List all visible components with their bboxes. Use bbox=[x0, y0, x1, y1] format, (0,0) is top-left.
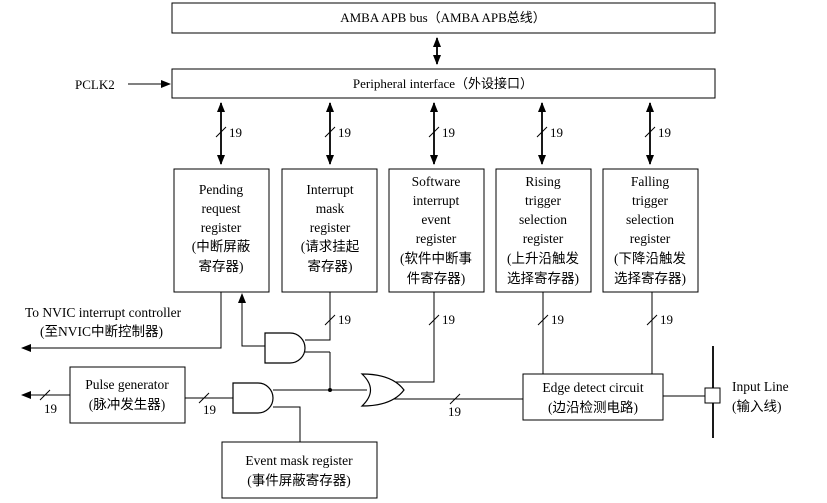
register-label-line: event bbox=[421, 212, 450, 227]
bus-width-label: 19 bbox=[338, 125, 351, 140]
peripheral-interface: Peripheral interface（外设接口） bbox=[171, 68, 716, 99]
peripheral-interface-label: Peripheral interface（外设接口） bbox=[353, 76, 533, 91]
event-mask-label: Event mask register bbox=[245, 453, 353, 468]
interrupt-mask-register: Interrupt mask register (请求挂起 寄存器) bbox=[281, 168, 378, 293]
register-label-line: mask bbox=[316, 201, 345, 216]
bus-slash-mark bbox=[428, 126, 440, 138]
pulse-generator-label: Pulse generator bbox=[85, 377, 169, 392]
pending-to-nvic-wire bbox=[21, 292, 222, 352]
bus-width-label: 19 bbox=[338, 312, 351, 327]
event-mask-chinese-label: (事件屏蔽寄存器) bbox=[247, 472, 351, 488]
bus-width-label: 19 bbox=[550, 125, 563, 140]
register-label-line: (请求挂起 bbox=[301, 239, 360, 254]
bus-slash-mark bbox=[536, 126, 548, 138]
and-to-pending-wire bbox=[238, 293, 265, 347]
rising-trigger-selection-register: Rising trigger selection register (上升沿触发… bbox=[495, 168, 592, 293]
bus-slash-mark bbox=[198, 392, 210, 404]
pending-request-register: Pending request register (中断屏蔽 寄存器) bbox=[173, 168, 270, 293]
pclk2-label: PCLK2 bbox=[75, 77, 115, 92]
nvic-label: To NVIC interrupt controller bbox=[25, 305, 182, 320]
register-label-line: register bbox=[630, 231, 671, 246]
bus-width-label: 19 bbox=[658, 125, 671, 140]
event-mask-wire bbox=[273, 406, 301, 442]
interrupt-and-gate bbox=[264, 332, 306, 364]
bus-slash-mark bbox=[39, 389, 51, 401]
bus-slash-mark bbox=[215, 126, 227, 138]
register-label-line: (软件中断事 bbox=[400, 251, 472, 266]
bus-width-label: 19 bbox=[660, 312, 673, 327]
register-label-line: trigger bbox=[632, 193, 668, 208]
register-label-line: 选择寄存器) bbox=[507, 270, 579, 286]
bus-width-label: 19 bbox=[203, 402, 216, 417]
bus-slash-mark bbox=[537, 314, 549, 326]
register-label-line: Rising bbox=[525, 174, 561, 189]
register-label-line: Pending bbox=[199, 182, 244, 197]
register-label-line: 寄存器) bbox=[308, 258, 353, 274]
register-label-line: request bbox=[202, 201, 241, 216]
edge-detect-circuit: Edge detect circuit (边沿检测电路) bbox=[522, 373, 664, 421]
bus-width-label: 19 bbox=[551, 312, 564, 327]
bus-slash-mark bbox=[324, 126, 336, 138]
register-label-line: Interrupt bbox=[306, 182, 353, 197]
software-interrupt-output-wire bbox=[372, 292, 435, 383]
edge-detect-label: Edge detect circuit bbox=[542, 380, 643, 395]
event-mask-register: Event mask register (事件屏蔽寄存器) bbox=[221, 441, 378, 499]
register-label-line: selection bbox=[519, 212, 567, 227]
bus-width-label: 19 bbox=[44, 401, 57, 416]
interrupt-mask-output-wire bbox=[305, 292, 331, 341]
bus-slash-mark bbox=[644, 126, 656, 138]
register-label-line: (中断屏蔽 bbox=[192, 239, 251, 254]
register-label-line: 选择寄存器) bbox=[614, 270, 686, 286]
register-label-line: 件寄存器) bbox=[407, 270, 466, 286]
edge-detect-chinese-label: (边沿检测电路) bbox=[548, 400, 638, 415]
register-label-line: trigger bbox=[525, 193, 561, 208]
register-bus-connectors: 19 19 19 19 19 bbox=[215, 102, 671, 165]
nvic-chinese-label: (至NVIC中断控制器) bbox=[40, 324, 163, 339]
bus-slash-mark bbox=[428, 314, 440, 326]
bus-slash-mark bbox=[324, 314, 336, 326]
register-label-line: selection bbox=[626, 212, 674, 227]
register-label-line: interrupt bbox=[413, 193, 460, 208]
register-label-line: register bbox=[310, 220, 351, 235]
register-label-line: 寄存器) bbox=[199, 258, 244, 274]
register-label-line: (上升沿触发 bbox=[507, 251, 579, 266]
or-gate bbox=[360, 373, 405, 407]
register-label-line: Software bbox=[412, 174, 461, 189]
bus-width-label: 19 bbox=[442, 125, 455, 140]
event-and-gate bbox=[232, 382, 274, 414]
amba-apb-bus-label: AMBA APB bus（AMBA APB总线） bbox=[340, 10, 546, 25]
register-label-line: (下降沿触发 bbox=[614, 251, 686, 266]
bus-width-label: 19 bbox=[229, 125, 242, 140]
amba-apb-bus: AMBA APB bus（AMBA APB总线） bbox=[171, 2, 716, 34]
falling-trigger-selection-register: Falling trigger selection register (下降沿触… bbox=[602, 168, 699, 293]
pulse-generator: Pulse generator (脉冲发生器) bbox=[69, 366, 186, 424]
bus-width-label: 19 bbox=[442, 312, 455, 327]
input-line-label: Input Line bbox=[732, 379, 789, 394]
pulse-generator-chinese-label: (脉冲发生器) bbox=[89, 397, 166, 412]
bus-slash-mark bbox=[646, 314, 658, 326]
register-label-line: register bbox=[416, 231, 457, 246]
software-interrupt-event-register: Software interrupt event register (软件中断事… bbox=[388, 168, 485, 293]
input-pin-square bbox=[704, 387, 721, 404]
bus-width-label: 19 bbox=[448, 404, 461, 419]
input-line-chinese-label: (输入线) bbox=[732, 399, 782, 414]
register-label-line: Falling bbox=[631, 174, 670, 189]
register-label-line: register bbox=[523, 231, 564, 246]
register-label-line: register bbox=[201, 220, 242, 235]
bus-slash-mark bbox=[449, 393, 461, 405]
